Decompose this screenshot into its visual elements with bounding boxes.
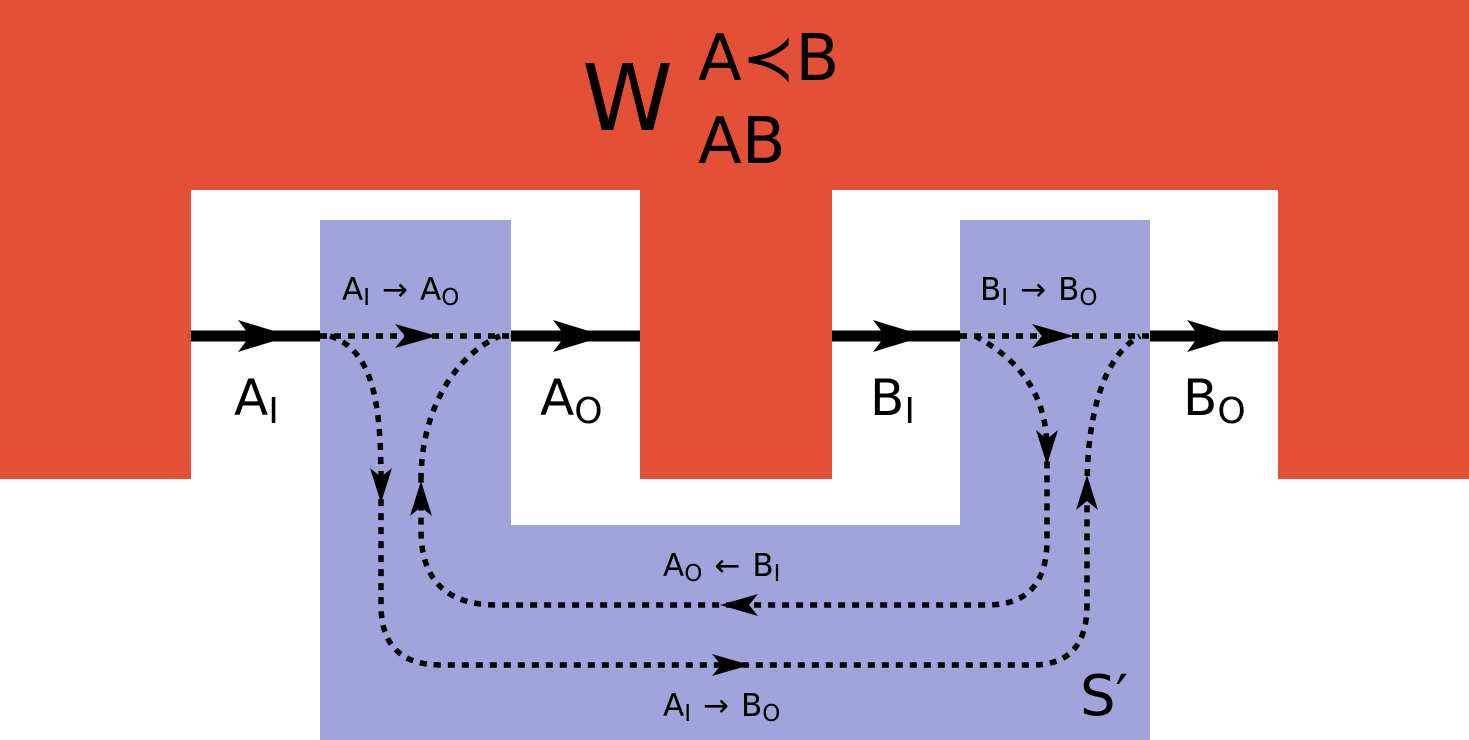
- arrow-icon: [712, 654, 750, 676]
- port-a-in-label: AI: [234, 369, 279, 432]
- flow-ai-to-bo-label: AI→BO: [663, 688, 780, 727]
- flow-bo-up-path: [1084, 333, 1142, 491]
- process-label: W A≺B AB: [582, 22, 839, 179]
- process-superscript: A≺B: [698, 22, 839, 96]
- arrow-icon: [720, 594, 758, 616]
- arrow-icon: [395, 324, 437, 348]
- arrow-icon: [1032, 324, 1074, 348]
- flow-ai-bo-path: [329, 333, 1090, 668]
- port-a-out-label: AO: [540, 369, 603, 432]
- supermap-label: S′: [1080, 664, 1128, 729]
- flow-bi-to-bo-label: BI→BO: [980, 272, 1097, 311]
- flow-ai-to-ao-label: AI→AO: [342, 272, 459, 311]
- flow-ao-up-path: [418, 333, 502, 481]
- supermap-s-block: [320, 220, 1150, 740]
- flow-labels: AI→AO BI→BO AO←BI AI→BO: [342, 272, 1097, 727]
- flow-arrowheads: [370, 324, 1098, 676]
- port-b-out-label: BO: [1183, 369, 1246, 432]
- arrow-icon: [1187, 320, 1239, 352]
- arrow-icon: [553, 320, 605, 352]
- process-subscript: AB: [698, 105, 786, 179]
- arrow-icon: [410, 481, 432, 516]
- process-w-block: [0, 0, 1469, 479]
- arrow-icon: [1076, 475, 1098, 510]
- arrow-icon: [873, 320, 925, 352]
- process-symbol: W: [582, 45, 673, 152]
- arrow-icon: [1036, 430, 1058, 465]
- wire-arrowheads: [238, 320, 1239, 352]
- port-labels: AI AO BI BO: [234, 369, 1246, 432]
- dotted-flows: [320, 333, 1150, 668]
- flow-bi-ao-path: [418, 333, 1050, 608]
- flow-ao-from-bi-label: AO←BI: [663, 548, 780, 587]
- arrow-icon: [370, 468, 392, 503]
- arrow-icon: [238, 320, 290, 352]
- port-b-in-label: BI: [870, 369, 915, 432]
